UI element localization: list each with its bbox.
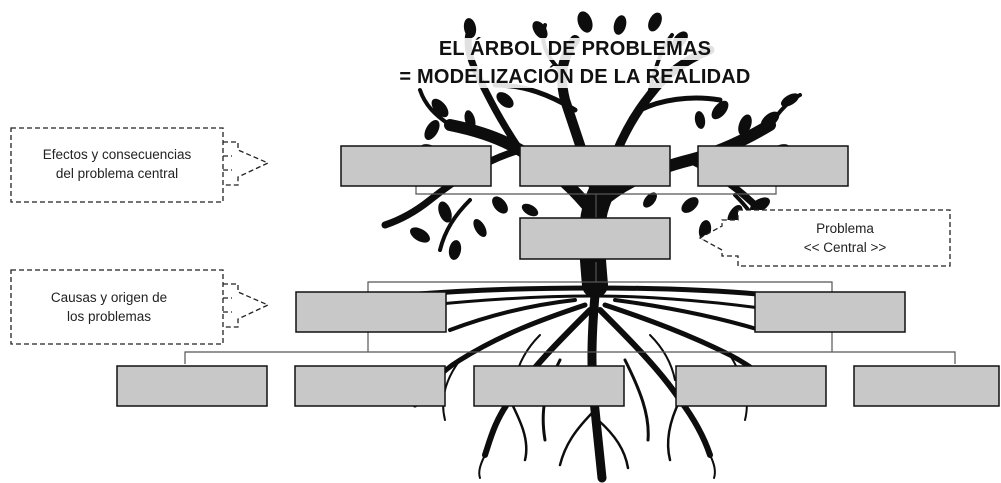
causes-callout-line-2: los problemas xyxy=(66,309,152,324)
causes-boxes xyxy=(295,291,906,333)
central-callout-line-1: Problema xyxy=(816,221,874,236)
causes-callout-line-1: Causas y origen de xyxy=(50,290,168,305)
diagram-subtitle: = MODELIZACIÓN DE LA REALIDAD xyxy=(330,66,820,89)
causes-callout-frame xyxy=(10,269,270,345)
central-callout-frame xyxy=(698,209,951,267)
effect-box-2 xyxy=(519,145,671,187)
subcause-box-2 xyxy=(294,365,446,407)
subcause-box-5 xyxy=(853,365,1000,407)
effect-box-3 xyxy=(697,145,849,187)
effects-callout-frame xyxy=(10,127,270,203)
title-line-1: EL ÁRBOL DE PROBLEMAS xyxy=(434,38,716,60)
causes-callout: Causas y origen de los problemas xyxy=(11,288,207,326)
central-problem-box xyxy=(519,217,671,260)
central-callout-line-2: << Central >> xyxy=(803,240,887,255)
diagram-title: EL ÁRBOL DE PROBLEMAS xyxy=(330,38,820,61)
cause-box-1 xyxy=(295,291,447,333)
effects-callout-line-1: Efectos y consecuencias xyxy=(42,147,192,162)
subcause-box-1 xyxy=(116,365,268,407)
subcauses-boxes xyxy=(116,365,1000,407)
cause-box-2 xyxy=(754,291,906,333)
connector-lines xyxy=(184,186,956,364)
title-line-2: = MODELIZACIÓN DE LA REALIDAD xyxy=(395,66,755,88)
effects-boxes xyxy=(340,145,849,187)
subcause-box-4 xyxy=(675,365,827,407)
central-callout: Problema << Central >> xyxy=(740,219,950,257)
effect-box-1 xyxy=(340,145,492,187)
effects-callout-line-2: del problema central xyxy=(55,166,179,181)
effects-callout: Efectos y consecuencias del problema cen… xyxy=(11,145,223,183)
subcause-box-3 xyxy=(473,365,625,407)
